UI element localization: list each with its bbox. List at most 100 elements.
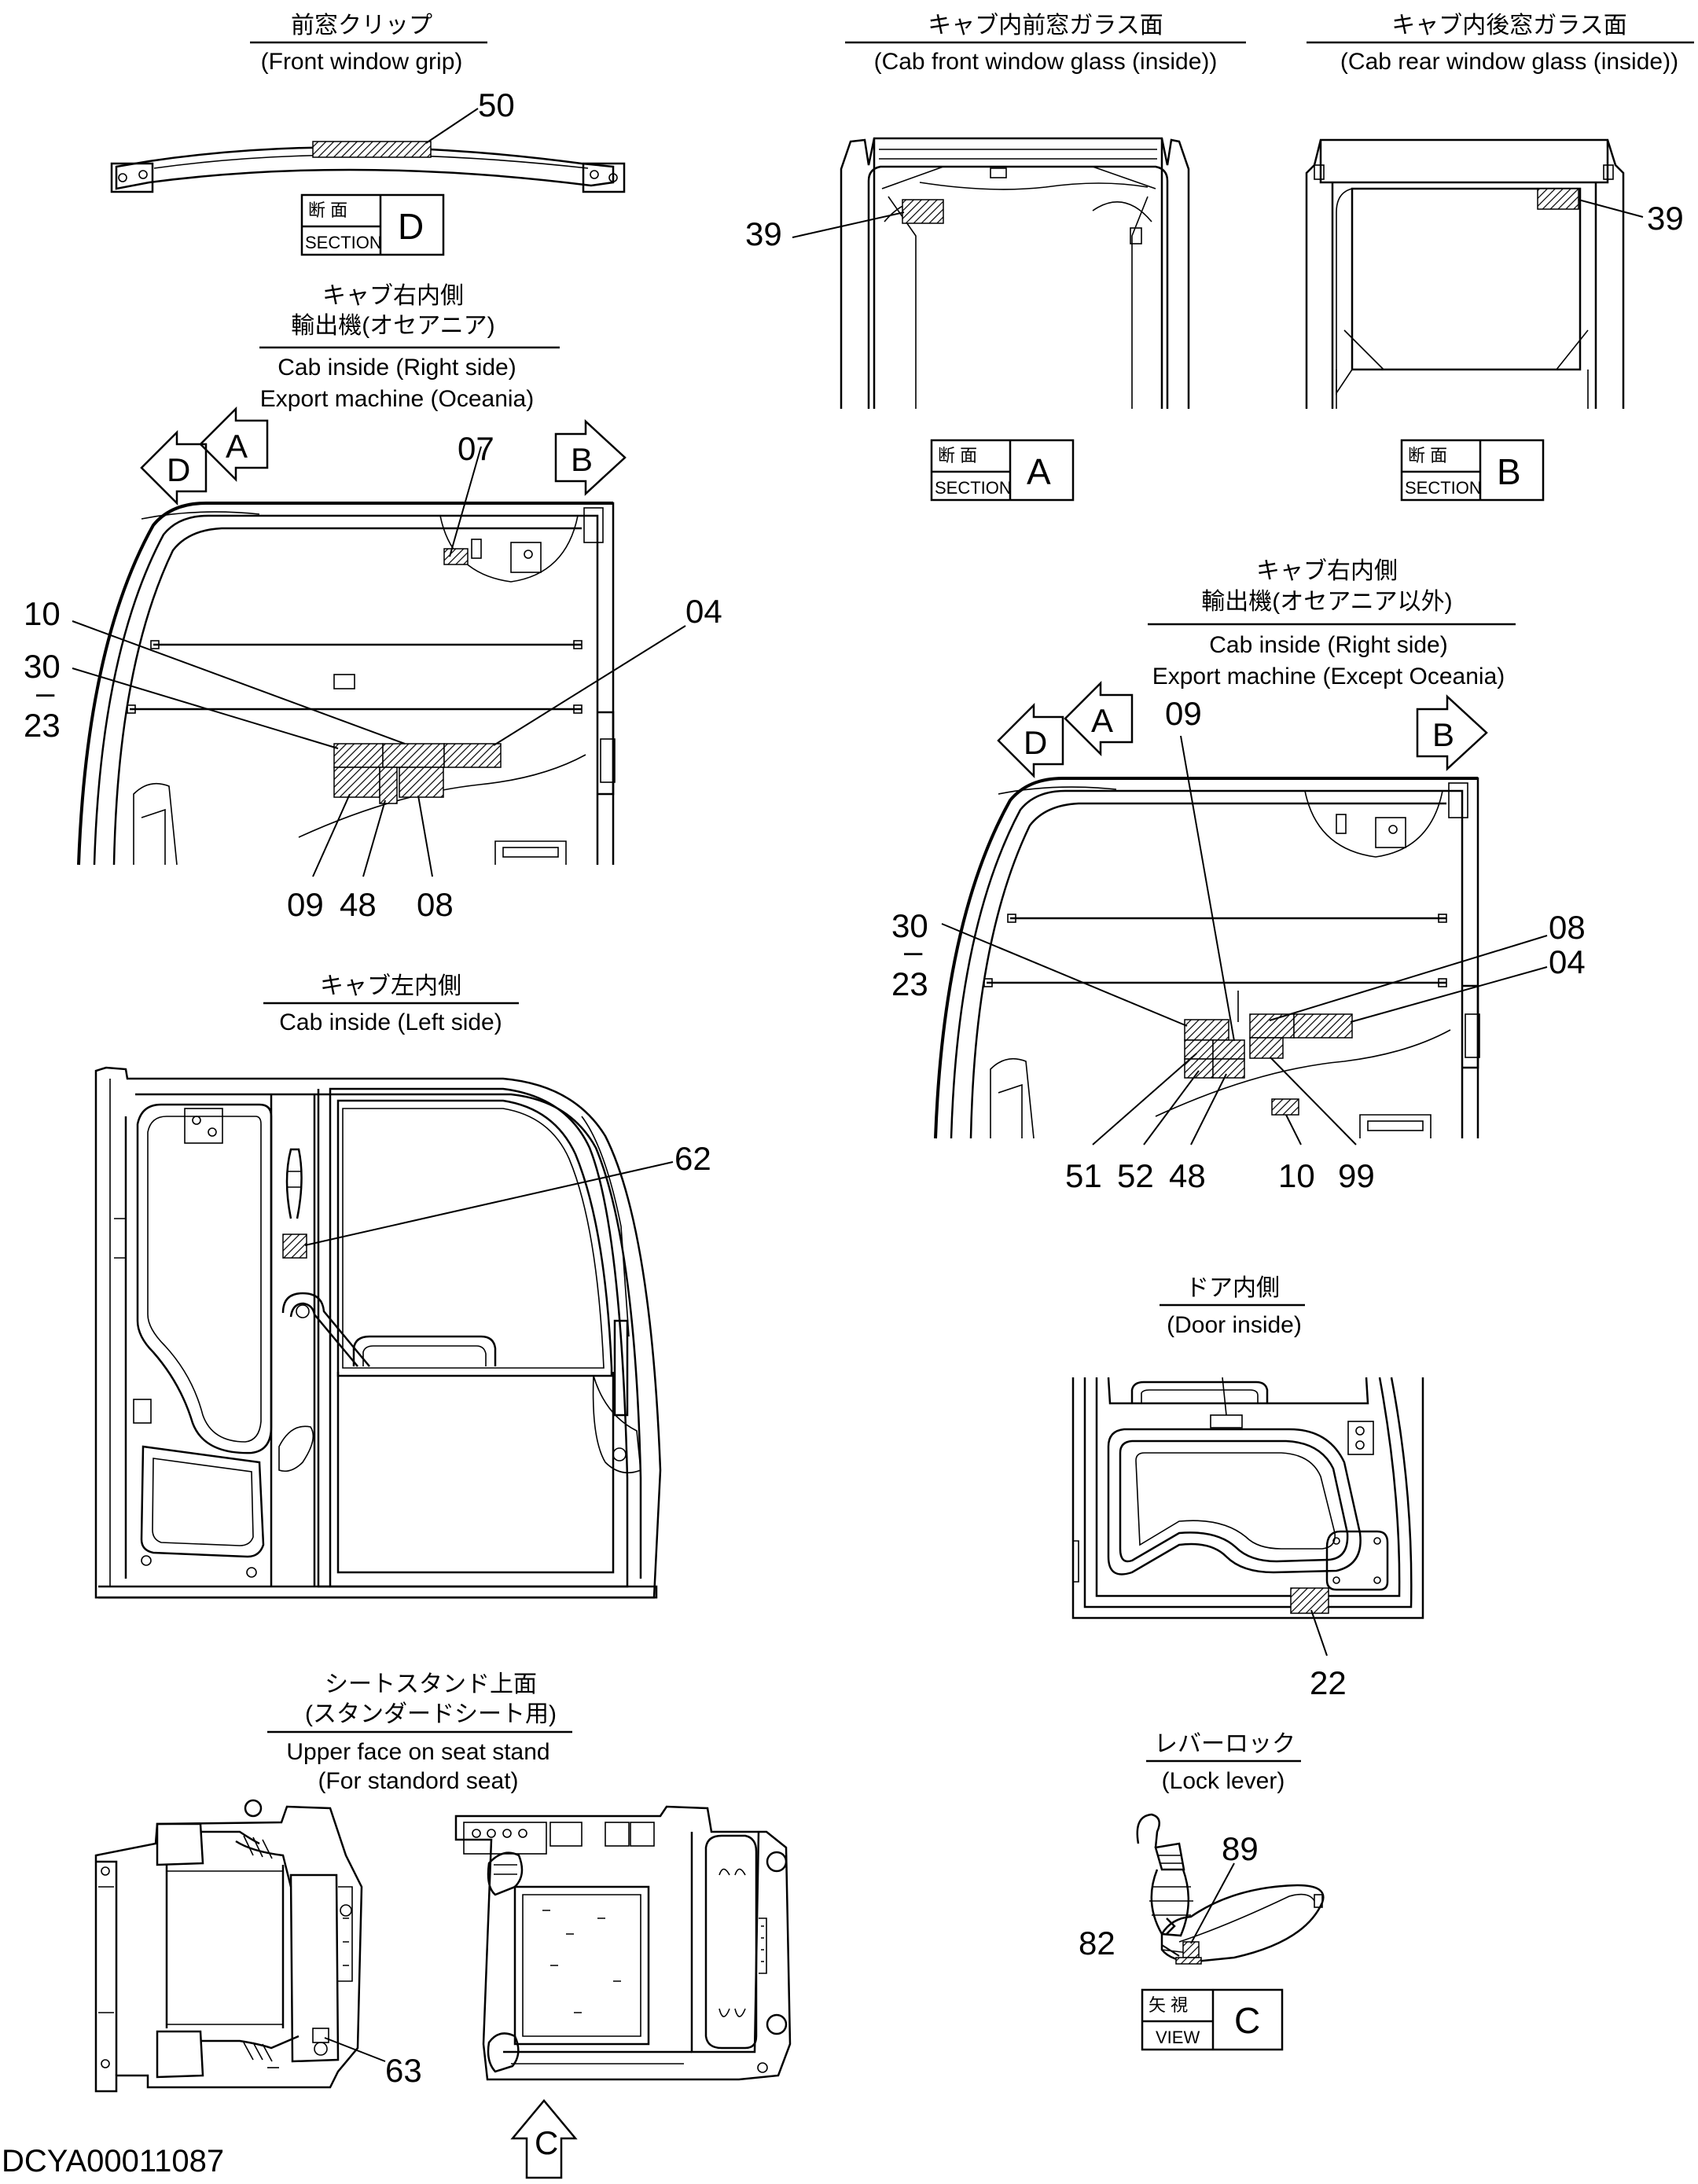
callout-08-other: 08: [1549, 909, 1586, 946]
svg-text:B: B: [1432, 716, 1454, 753]
cab-rear-glass-title-jp: キャブ内後窓ガラス面: [1391, 13, 1626, 39]
svg-text:輸出機(オセアニア): 輸出機(オセアニア): [291, 313, 494, 339]
svg-text:輸出機(オセアニア以外): 輸出機(オセアニア以外): [1201, 589, 1452, 615]
callout-30-other: 30: [891, 907, 928, 944]
callout-48-other: 48: [1169, 1157, 1206, 1194]
svg-text:Export machine (Except Oceania: Export machine (Except Oceania): [1152, 664, 1505, 689]
svg-text:Cab inside (Right side): Cab inside (Right side): [277, 355, 516, 381]
cab-front-glass-title-en: (Cab front window glass (inside)): [874, 49, 1218, 75]
cab-front-glass-drawing: [840, 137, 1190, 409]
svg-text:シートスタンド上面: シートスタンド上面: [325, 1671, 537, 1697]
callout-10-oceania: 10: [24, 595, 61, 632]
view-arrow-d-other: D: [997, 702, 1064, 779]
svg-text:Cab inside (Right side): Cab inside (Right side): [1209, 632, 1447, 658]
callout-23-oceania: 23: [24, 707, 61, 744]
front-grip-drawing: [110, 141, 626, 193]
label-04-other-patch: [1293, 1013, 1353, 1039]
svg-text:(Lock lever): (Lock lever): [1162, 1768, 1285, 1794]
svg-text:キャブ右内側: キャブ右内側: [322, 283, 464, 309]
svg-text:Cab inside (Left side): Cab inside (Left side): [279, 1009, 502, 1035]
door-inside-view: ドア内側 (Door inside) 22: [1071, 1275, 1424, 1701]
view-arrow-c: C: [510, 2099, 578, 2179]
callout-22: 22: [1310, 1664, 1347, 1701]
view-arrow-a-oceania: A: [199, 406, 269, 483]
view-arrow-a-other: A: [1064, 680, 1134, 757]
svg-text:B: B: [1497, 451, 1521, 492]
callout-range-dash-other: –: [904, 932, 923, 969]
svg-text:キャブ左内側: キャブ左内側: [320, 973, 461, 999]
label-08-other-patch: [1249, 1013, 1295, 1039]
label-07-patch: [443, 548, 469, 565]
label-99-patch: [1249, 1037, 1284, 1059]
svg-text:(Door inside): (Door inside): [1167, 1312, 1302, 1338]
svg-text:SECTION: SECTION: [935, 478, 1012, 498]
svg-text:D: D: [1024, 724, 1047, 761]
svg-text:レバーロック: レバーロック: [1154, 1731, 1296, 1757]
section-box-d: 断 面 SECTION D: [300, 193, 445, 256]
label-50-patch: [312, 141, 432, 158]
lock-lever-drawing: [1136, 1813, 1325, 1965]
svg-text:SECTION: SECTION: [305, 233, 382, 252]
label-39-front-patch: [902, 199, 944, 224]
cab-front-glass-title-jp: キャブ内前窓ガラス面: [928, 13, 1163, 39]
svg-text:ドア内側: ドア内側: [1185, 1275, 1280, 1301]
cab-rear-glass-view: キャブ内後窓ガラス面 (Cab rear window glass (insid…: [1305, 13, 1694, 502]
callout-09-other: 09: [1165, 695, 1202, 732]
callout-07-oceania: 07: [458, 430, 494, 467]
cab-rear-glass-drawing: [1305, 138, 1625, 409]
callout-04-other: 04: [1549, 943, 1586, 980]
svg-text:Export machine (Oceania): Export machine (Oceania): [260, 386, 535, 412]
cab-left-drawing: [94, 1066, 662, 1599]
label-48-other-patch: [1212, 1058, 1245, 1079]
svg-text:C: C: [1234, 2000, 1260, 2041]
callout-99-other: 99: [1338, 1157, 1375, 1194]
section-box-a: 断 面 SECTION A: [930, 439, 1075, 502]
callout-62: 62: [674, 1140, 711, 1177]
cab-right-other-view: キャブ右内側 輸出機(オセアニア以外) Cab inside (Right si…: [891, 558, 1586, 1194]
front-grip-view: 前窓クリップ (Front window grip) 50 断 面 SECTIO…: [110, 13, 626, 256]
svg-text:断 面: 断 面: [308, 200, 347, 220]
door-inside-drawing: [1071, 1377, 1424, 1620]
view-arrow-b-other: B: [1416, 694, 1488, 771]
drawing-id: DCYA00011087: [2, 2144, 224, 2178]
callout-30-oceania: 30: [24, 648, 61, 685]
label-39-rear-patch: [1537, 188, 1579, 210]
callout-82: 82: [1079, 1925, 1115, 1962]
front-grip-title-jp: 前窓クリップ: [291, 13, 432, 39]
seat-stand-left-drawing: [94, 1799, 363, 2093]
callout-50: 50: [478, 86, 515, 123]
cab-front-glass-view: キャブ内前窓ガラス面 (Cab front window glass (insi…: [745, 13, 1246, 502]
label-62-patch: [282, 1234, 307, 1259]
svg-text:矢 視: 矢 視: [1149, 1995, 1188, 2015]
svg-text:断 面: 断 面: [938, 446, 977, 465]
label-89-patch: [1182, 1941, 1200, 1958]
callout-range-dash-oceania: –: [36, 674, 55, 711]
svg-text:A: A: [1091, 702, 1113, 739]
label-22-patch: [1290, 1587, 1329, 1614]
callout-39-front: 39: [745, 215, 782, 252]
cab-right-oceania-view: キャブ右内側 輸出機(オセアニア) Cab inside (Right side…: [24, 283, 722, 923]
label-04-patch: [443, 743, 502, 768]
lock-lever-view: レバーロック (Lock lever) 89 82 矢 視 VIEW: [1079, 1731, 1325, 2051]
label-08-patch: [399, 767, 444, 798]
svg-text:(For standord seat): (For standord seat): [318, 1768, 518, 1794]
seat-stand-right-drawing: [454, 1805, 792, 2081]
callout-51-other: 51: [1065, 1157, 1102, 1194]
svg-text:VIEW: VIEW: [1156, 2028, 1200, 2047]
label-82-patch: [1175, 1957, 1202, 1965]
label-51-patch: [1184, 1039, 1214, 1060]
svg-text:A: A: [1027, 451, 1051, 492]
svg-text:B: B: [571, 441, 593, 478]
label-48-patch: [379, 767, 398, 804]
svg-text:C: C: [535, 2124, 558, 2161]
callout-09-oceania: 09: [287, 886, 324, 923]
callout-10-other: 10: [1278, 1157, 1315, 1194]
section-box-b: 断 面 SECTION B: [1400, 439, 1545, 502]
label-10-patch: [382, 743, 445, 768]
callout-08-oceania: 08: [417, 886, 454, 923]
label-52-patch: [1184, 1058, 1214, 1079]
view-arrow-d-oceania: D: [140, 429, 208, 506]
callout-23-other: 23: [891, 965, 928, 1002]
